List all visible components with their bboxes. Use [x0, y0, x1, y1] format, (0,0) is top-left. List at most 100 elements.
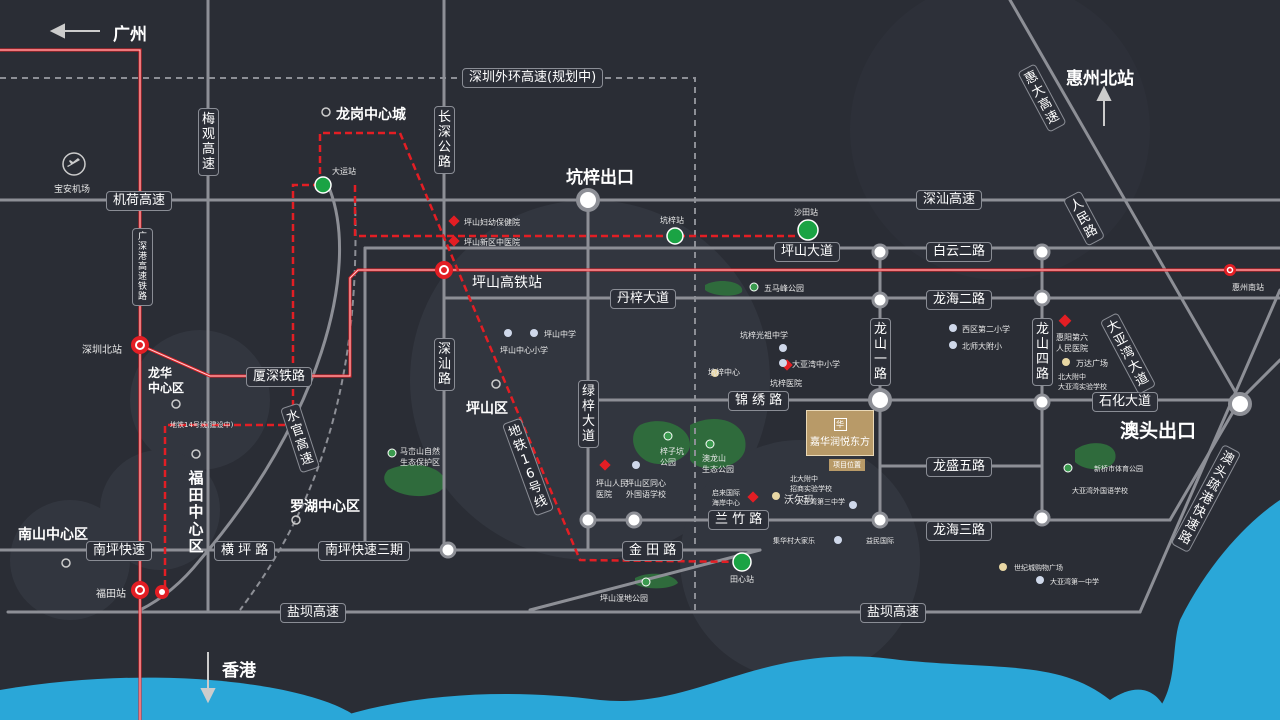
- rail-station-icon: [135, 585, 145, 595]
- location-pin-icon: [171, 399, 181, 409]
- park-icon: [749, 282, 759, 292]
- road-hengping: 横 坪 路: [214, 541, 276, 561]
- poi-dazhan-primary: 大亚湾中小学: [792, 360, 840, 369]
- road: [239, 199, 357, 611]
- road-danzi: 丹梓大道: [610, 289, 677, 309]
- halo: [100, 450, 220, 570]
- poi-xicheng2: 西区第二小学: [962, 325, 1010, 334]
- label-airport: 宝安机场: [54, 185, 91, 195]
- park: [690, 419, 746, 469]
- park: [633, 421, 690, 465]
- road-pingshan-avenue: 坪山大道: [774, 242, 841, 262]
- school-icon: [779, 359, 787, 367]
- park: [705, 281, 743, 296]
- road-changshen: 长深公路: [434, 106, 455, 174]
- halo: [10, 500, 130, 620]
- direction-hongkong: 香港: [222, 661, 256, 681]
- school-icon: [949, 341, 957, 349]
- poi-women-children: 坪山妇幼保健院: [464, 218, 520, 227]
- label-longhua: 龙华 中心区: [148, 366, 185, 395]
- label-longgang: 龙岗中心城: [336, 107, 406, 123]
- label-nanshan: 南山中心区: [18, 527, 88, 543]
- poi-century: 世纪城购物广场: [1014, 564, 1063, 572]
- road-lanzhu: 兰 竹 路: [708, 510, 770, 530]
- hospital-icon: [747, 491, 759, 503]
- road-meiguan: 梅观高速: [198, 108, 219, 176]
- road-longshan4: 龙山四路: [1032, 318, 1053, 386]
- road-jihe: 机荷高速: [106, 191, 173, 211]
- hospital-icon: [448, 215, 460, 227]
- airplane-icon: [67, 158, 80, 167]
- metro14-note: 地铁14号线(建设中): [170, 421, 234, 429]
- direction-guangzhou: 广州: [113, 25, 147, 45]
- rail-station-icon: [135, 340, 145, 350]
- road-xiashen: 厦深铁路: [246, 367, 313, 387]
- road-longsheng5: 龙盛五路: [926, 457, 993, 477]
- road-nanping3: 南坪快速三期: [318, 541, 411, 561]
- school-icon: [849, 501, 857, 509]
- halo: [850, 0, 1150, 280]
- sea: [330, 656, 1120, 720]
- project-tag: 项目位置: [829, 459, 865, 471]
- junction-node: [871, 511, 889, 529]
- poi-center-zone: 启来国际 海岸中心: [712, 489, 740, 507]
- school-icon: [779, 344, 787, 352]
- poi-weiyan: 新桥市体育公园: [1094, 465, 1143, 473]
- poi-tcm: 坪山新区中医院: [464, 238, 520, 247]
- park-icon: [1063, 463, 1073, 473]
- metro-station-icon: [314, 176, 332, 194]
- junction-node: [1033, 289, 1051, 307]
- road: [0, 77, 696, 612]
- rail-line: [139, 269, 1280, 377]
- airplane-icon: [62, 152, 86, 176]
- road: [1008, 0, 1242, 402]
- station-datong: 大运站: [332, 167, 356, 176]
- park-icon: [705, 439, 715, 449]
- poi-kengzi-hospital: 坑梓医院: [770, 379, 802, 388]
- station-shatian: 沙田站: [794, 208, 818, 217]
- metro-station-icon: [732, 552, 752, 572]
- metro-station-icon: [666, 227, 684, 245]
- park-icon: [387, 448, 397, 458]
- junction-node: [625, 511, 643, 529]
- arrow-south-icon: [200, 688, 216, 704]
- rail-guangshen: 广深港高速铁路: [132, 228, 153, 306]
- road-longshan1: 龙山一路: [870, 318, 891, 386]
- label-kengzi-exit: 坑梓出口: [566, 168, 634, 188]
- poi-pingshan-middle: 坪山中学: [544, 330, 576, 339]
- road-longhai2: 龙海二路: [926, 290, 993, 310]
- school-icon: [504, 329, 512, 337]
- halo: [130, 330, 270, 470]
- poi-dayawan-middle: 大亚湾第一中学: [1050, 578, 1099, 586]
- location-pin-icon: [491, 379, 501, 389]
- project-badge[interactable]: 华 嘉华润悦东方: [806, 410, 874, 456]
- poi-wumafeng: 五马峰公园: [764, 284, 804, 293]
- park-icon: [641, 577, 651, 587]
- poi-kengzi-school: 坑梓光祖中学: [740, 331, 788, 340]
- junction-node: [576, 188, 600, 212]
- poi-malaoshan: 马峦山自然 生态保护区: [400, 447, 440, 467]
- label-pingshan-hsr: 坪山高铁站: [472, 275, 542, 291]
- poi-huiyang6: 惠阳第六 人民医院: [1056, 333, 1088, 353]
- mall-icon: [999, 563, 1007, 571]
- road-shihua: 石化大道: [1092, 392, 1159, 412]
- mall-icon: [772, 492, 780, 500]
- hospital-icon: [599, 459, 611, 471]
- road-luzi: 绿梓大道: [578, 380, 599, 448]
- rail-station-icon: [1224, 264, 1236, 276]
- mall-icon: [1062, 358, 1070, 366]
- poi-kengzi-center: 坑梓中心: [708, 368, 740, 377]
- road-outer-ring: 深圳外环高速(规划中): [462, 68, 604, 88]
- rail-station-icon: [159, 589, 165, 595]
- station-tianxin: 田心站: [730, 575, 754, 584]
- station-futian: 福田站: [96, 589, 126, 600]
- label-futian: 福田中心区: [188, 469, 204, 555]
- road-yanba: 盐坝高速: [280, 603, 347, 623]
- location-pin-icon: [321, 107, 331, 117]
- park: [384, 464, 446, 497]
- road-nanping-exp: 南坪快速: [86, 541, 153, 561]
- junction-node: [1033, 393, 1051, 411]
- project-logo-icon: 华: [833, 418, 847, 431]
- station-huizhou-south: 惠州南站: [1232, 283, 1264, 292]
